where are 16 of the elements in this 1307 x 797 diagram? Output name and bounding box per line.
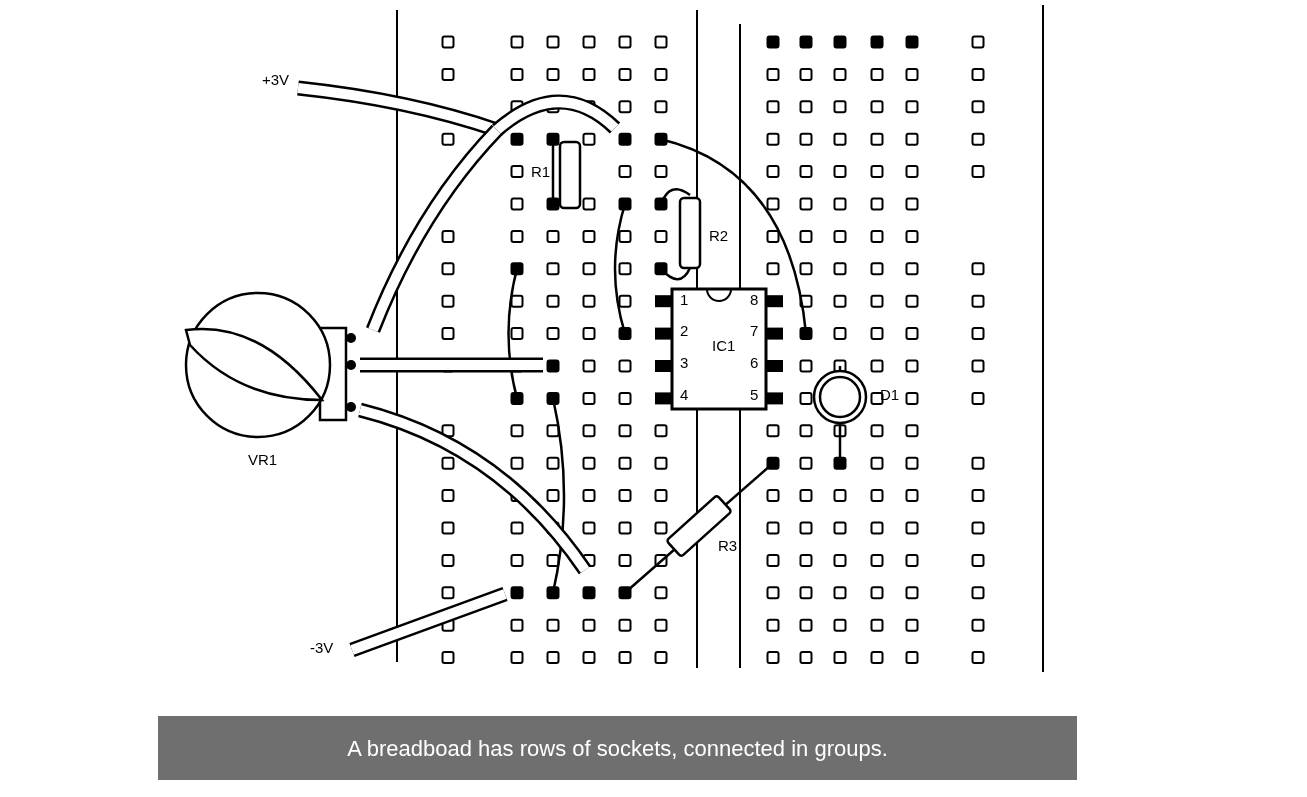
component-label: IC1: [712, 338, 736, 353]
supply-label: +3V: [262, 72, 290, 87]
pin-number: 4: [680, 387, 689, 402]
component-label: R2: [709, 228, 729, 243]
pin-number: 5: [750, 387, 759, 402]
pin-number: 7: [750, 323, 759, 338]
pin-number: 3: [680, 355, 689, 370]
pin-number: 1: [680, 292, 689, 307]
pin-number: 8: [750, 292, 759, 307]
supply-label: -3V: [310, 640, 334, 655]
component-label: VR1: [248, 452, 278, 467]
component-label: R1: [531, 164, 551, 179]
caption-banner: A breadboad has rows of sockets, connected in groups.: [158, 716, 1077, 780]
component-label: R3: [718, 538, 738, 553]
pin-number: 6: [750, 355, 759, 370]
pin-number: 2: [680, 323, 689, 338]
